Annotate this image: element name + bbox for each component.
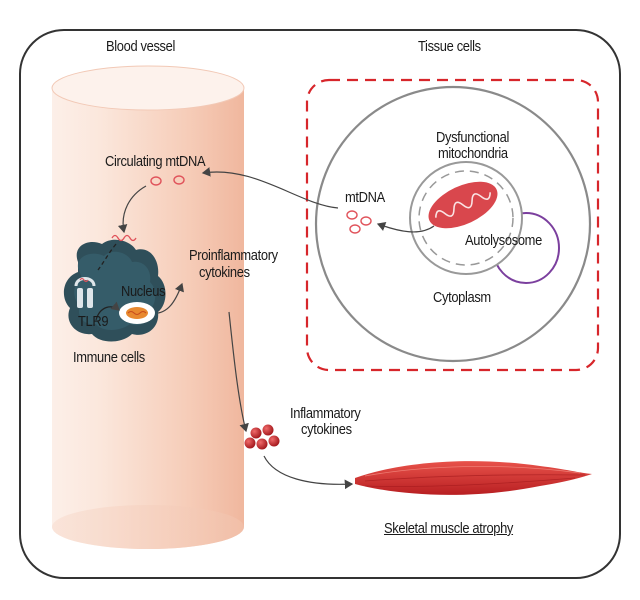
skeletal-muscle-icon [355,461,592,495]
arrow-mito-to-mtdna [376,221,435,233]
blood-vessel-label: Blood vessel [106,38,176,55]
inflammatory-cytokine-beads [244,424,280,450]
cytoplasm-label: Cytoplasm [433,289,491,306]
arrow-circulation-to-immune [117,185,147,234]
mitochondria-icon [428,181,498,229]
nucleus-label: Nucleus [121,283,166,300]
dysfunctional-mitochondria-label-line2: mitochondria [438,145,508,162]
inflammatory-cytokines-label-line2: cytokines [301,421,352,438]
arrow-to-muscle [263,455,354,490]
dna-squiggle-icon [111,234,137,242]
proinflammatory-cytokines-label-line2: cytokines [199,264,250,281]
skeletal-muscle-atrophy-label: Skeletal muscle atrophy [384,520,514,537]
proinflammatory-cytokines-label-line1: Proinflammatory [189,247,278,264]
autolysosome-label: Autolysosome [465,232,542,249]
cell-mtdna-circles [346,210,372,234]
circulating-mtdna-label: Circulating mtDNA [105,153,206,170]
immune-cells-label: Immune cells [73,349,145,366]
inflammatory-cytokines-label-line1: Inflammatory [290,405,361,422]
nucleus-icon [119,302,155,324]
circulating-mtdna-circles [150,175,185,186]
arrow-mtdna-to-circulation [201,167,339,209]
tissue-cells-label: Tissue cells [418,38,481,55]
tlr9-label: TLR9 [78,313,109,330]
tlr9-receptor-icon [74,277,96,308]
mtdna-label: mtDNA [345,189,385,206]
arrow-cytokines-down [228,311,249,433]
tissue-cells-boundary [305,78,600,372]
dysfunctional-mitochondria-label-line1: Dysfunctional [436,129,509,146]
